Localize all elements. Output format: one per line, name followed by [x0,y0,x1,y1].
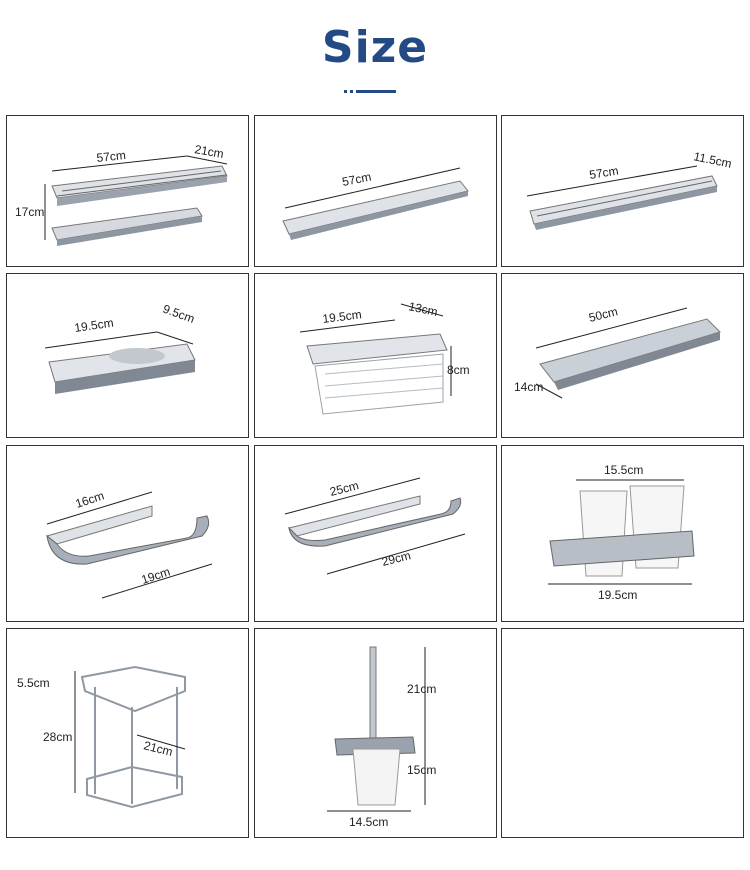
dim-label: 19.5cm [322,307,363,326]
dim-label: 19cm [140,564,172,586]
towel-ring-bar-image [288,495,462,547]
dim-label: 9.5cm [161,302,197,326]
toilet-brush-image [334,646,416,806]
corner-basket-image [80,665,186,809]
product-card-towel-bar: 57cm [254,115,497,267]
towel-bar-image [282,180,469,240]
page-title: Size [321,22,429,73]
product-card-corner-basket: 5.5cm 28cm 21cm [6,628,249,838]
product-card-towel-shelf: 57cm 11.5cm [501,115,744,267]
dim-label: 21cm [142,738,174,759]
title-underline [344,90,396,93]
dim-label: 57cm [588,164,619,182]
product-card-towel-rack-shelf: 57cm 21cm 17cm [6,115,249,267]
dim-label: 8cm [447,363,470,377]
dim-label: 14cm [514,380,543,394]
dim-label: 29cm [380,548,412,569]
glass-shelf-image [539,318,721,390]
soap-basket-image [306,333,448,415]
dim-label: 25cm [328,478,360,499]
dim-label: 17cm [15,205,44,219]
dim-label: 50cm [587,304,619,325]
product-card-tumbler-holder: 15.5cm 19.5cm [501,445,744,622]
dim-label: 5.5cm [17,676,50,690]
product-card-soap-dish: 19.5cm 9.5cm [6,273,249,438]
tumbler-holder-image [549,485,695,577]
dim-label: 19.5cm [73,316,114,335]
paper-holder-image [45,505,210,565]
product-card-glass-shelf: 50cm 14cm [501,273,744,438]
dim-label: 21cm [193,142,224,161]
dim-label: 15cm [407,763,436,777]
product-card-empty [501,628,744,838]
soap-dish-image [48,343,196,394]
product-card-paper-holder: 16cm 19cm [6,445,249,622]
dim-label: 11.5cm [692,149,733,171]
product-card-towel-ring-bar: 25cm 29cm [254,445,497,622]
dim-label: 15.5cm [604,463,643,477]
dim-label: 21cm [407,682,436,696]
dim-label: 57cm [96,148,127,165]
product-card-toilet-brush-holder: 21cm 15cm 14.5cm [254,628,497,838]
product-card-soap-basket: 19.5cm 13cm 8cm [254,273,497,438]
dim-label: 57cm [341,170,372,189]
dim-label: 13cm [407,299,439,319]
dim-label: 19.5cm [598,588,637,602]
towel-shelf-image [529,175,718,230]
towel-rack-shelf-image [51,165,228,246]
dim-label: 28cm [43,730,72,744]
dim-label: 14.5cm [349,815,388,829]
